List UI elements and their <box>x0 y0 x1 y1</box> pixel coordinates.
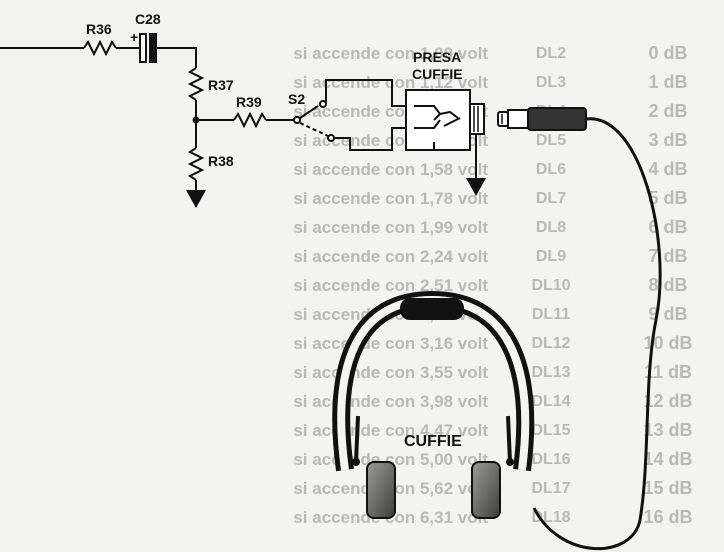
description-cell: si accende con 3,16 volt <box>293 334 488 353</box>
description-cell: si accende con 1,99 volt <box>293 218 488 237</box>
led-cell: DL12 <box>531 335 571 352</box>
led-cell: DL7 <box>535 190 567 207</box>
led-cell: DL14 <box>531 393 571 410</box>
jack-plug <box>497 107 587 131</box>
db-cell: 12 dB <box>643 391 693 411</box>
led-cell: DL17 <box>531 480 571 497</box>
c28-capacitor <box>139 33 157 63</box>
db-cell: 2 dB <box>648 101 688 121</box>
r37-label: R37 <box>208 77 234 93</box>
led-cell: DL13 <box>531 364 571 381</box>
db-cell: 16 dB <box>643 507 693 527</box>
headphone-jack-socket <box>405 89 485 151</box>
led-cell: DL8 <box>535 219 567 236</box>
db-cell: 10 dB <box>643 333 693 353</box>
description-cell: si accende con 1,00 volt <box>293 44 488 63</box>
db-cell: 5 dB <box>648 188 688 208</box>
r38-label: R38 <box>208 153 234 169</box>
headphones-label: CUFFIE <box>404 433 462 450</box>
db-cell: 15 dB <box>643 478 693 498</box>
led-cell: DL15 <box>531 422 571 439</box>
wire-s2-jack-bottom <box>334 127 406 151</box>
db-cell: 11 dB <box>643 362 693 382</box>
table-row: si accende con 3,16 volt DL12 10 dB <box>0 329 724 358</box>
r38-resistor <box>187 147 205 181</box>
r39-label: R39 <box>236 94 262 110</box>
led-cell: DL6 <box>535 161 567 178</box>
description-cell: si accende con 1,12 volt <box>293 73 488 92</box>
ear-cup-left <box>366 461 396 519</box>
description-cell: si accende con 2,51 volt <box>293 276 488 295</box>
description-cell: si accende con 2,24 volt <box>293 247 488 266</box>
db-cell: 1 dB <box>648 72 688 92</box>
jack-label-presa: PRESA <box>413 49 461 65</box>
description-cell: si accende con 1,78 volt <box>293 189 488 208</box>
db-cell: 4 dB <box>648 159 688 179</box>
led-cell: DL5 <box>535 132 567 149</box>
s2-switch <box>293 100 335 142</box>
headphone-cable <box>532 117 662 550</box>
table-row: si accende con 1,78 volt DL7 5 dB <box>0 184 724 213</box>
ground-symbol-right <box>466 178 486 196</box>
db-cell: 14 dB <box>643 449 693 469</box>
led-cell: DL9 <box>535 248 567 265</box>
ear-cup-right <box>471 461 501 519</box>
c28-plus-sign: + <box>130 29 138 45</box>
led-cell: DL11 <box>531 306 571 323</box>
led-cell: DL16 <box>531 451 571 468</box>
led-cell: DL10 <box>531 277 571 294</box>
db-cell: 0 dB <box>648 43 688 63</box>
ground-symbol-left <box>186 190 206 208</box>
wire-c28-r37 <box>156 47 197 68</box>
r39-resistor <box>233 111 267 129</box>
table-row: si accende con 1,58 volt DL6 4 dB <box>0 155 724 184</box>
led-cell: DL2 <box>535 45 567 62</box>
r37-resistor <box>187 67 205 101</box>
r36-resistor <box>83 39 117 57</box>
table-row: si accende con 1,12 volt DL3 1 dB <box>0 68 724 97</box>
r36-label: R36 <box>86 21 112 37</box>
db-cell: 3 dB <box>648 130 688 150</box>
jack-label-cuffie: CUFFIE <box>412 66 463 82</box>
headphones-illustration <box>332 290 535 519</box>
description-cell: si accende con 1,58 volt <box>293 160 488 179</box>
c28-label: C28 <box>135 11 161 27</box>
led-cell: DL3 <box>535 74 567 91</box>
s2-label: S2 <box>288 91 305 107</box>
db-cell: 13 dB <box>643 420 693 440</box>
wire-s2-jack-top <box>325 79 406 107</box>
table-row: si accende con 1,00 volt DL2 0 dB <box>0 39 724 68</box>
